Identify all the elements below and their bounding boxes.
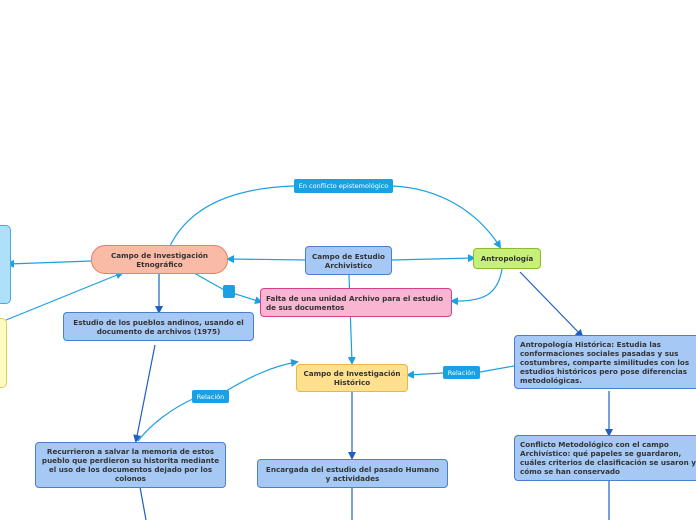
node-add-handle[interactable] [223,285,235,298]
link-epistemologico-from-etnografico [169,185,295,247]
node-recurrieron[interactable]: Recurrieron a salvar la memoria de estos… [35,442,226,488]
node-encargada-text: Encargada del estudio del pasado Humano … [265,464,440,483]
link-etnografico-to-left-node [6,259,93,268]
node-archivistico-text: Campo de Estudio Archivistico [311,251,385,270]
link-epistemologico-to-antropologia [391,185,502,249]
node-conflicto-metodologico[interactable]: Conflicto Metodológico con el campo Arch… [514,435,696,481]
node-historico[interactable]: Campo de Investigación Histórico [296,364,408,392]
label-relacion-1-text: Relación [196,392,225,401]
node-falta-unidad[interactable]: Falta de una unidad Archivo para el estu… [260,288,452,317]
label-conflicto-epistemologico-text: En conflicto epistemológico [298,182,389,190]
node-falta-unidad-text: Falta de una unidad Archivo para el estu… [266,293,444,312]
node-archivistico[interactable]: Campo de Estudio Archivistico [305,246,392,275]
link-antropologia-to-falta-unidad [450,268,503,306]
node-pueblos-andinos[interactable]: Estudio de los pueblos andinos, usando e… [63,312,254,341]
node-recurrieron-text: Recurrieron a salvar la memoria de estos… [41,447,220,483]
node-etnografico-text: Campo de Investigación Etnográfico [110,250,209,269]
label-relacion-1[interactable]: Relación [192,390,229,403]
node-antropologia[interactable]: Antropología [473,248,541,269]
left-cut-node-yellow[interactable] [0,318,7,388]
link-pueblos-to-recurrieron [133,344,156,443]
node-pueblos-andinos-text: Estudio de los pueblos andinos, usando e… [73,317,244,336]
node-conflicto-metodologico-text: Conflicto Metodológico con el campo Arch… [520,440,696,476]
link-antropologia-to-antropologia-historica [519,271,584,338]
node-encargada[interactable]: Encargada del estudio del pasado Humano … [257,459,448,488]
link-archivistico-to-etnografico [226,255,307,264]
node-antropologia-historica[interactable]: Antropología Histórica: Estudia las conf… [514,335,696,389]
link-relacion2-from-antropologia-historica [479,365,515,373]
label-relacion-2[interactable]: Relación [443,366,480,379]
left-cut-node-blue[interactable] [0,225,11,304]
node-antropologia-text: Antropología [480,254,534,263]
node-etnografico[interactable]: Campo de Investigación Etnográfico [91,245,228,274]
node-historico-text: Campo de Investigación Histórico [303,369,401,387]
link-relacion1-from-recurrieron [137,397,196,442]
node-antropologia-historica-text: Antropología Histórica: Estudia las conf… [520,339,690,385]
link-archivistico-to-antropologia [391,254,476,263]
link-relacion2-to-historico [406,370,445,379]
link-recurrieron-down [139,486,147,520]
link-left-node-to-etnografico [5,271,124,321]
label-conflicto-epistemologico[interactable]: En conflicto epistemológico [294,179,393,193]
link-relacion1-to-historico [225,359,299,392]
label-relacion-2-text: Relación [447,368,476,377]
